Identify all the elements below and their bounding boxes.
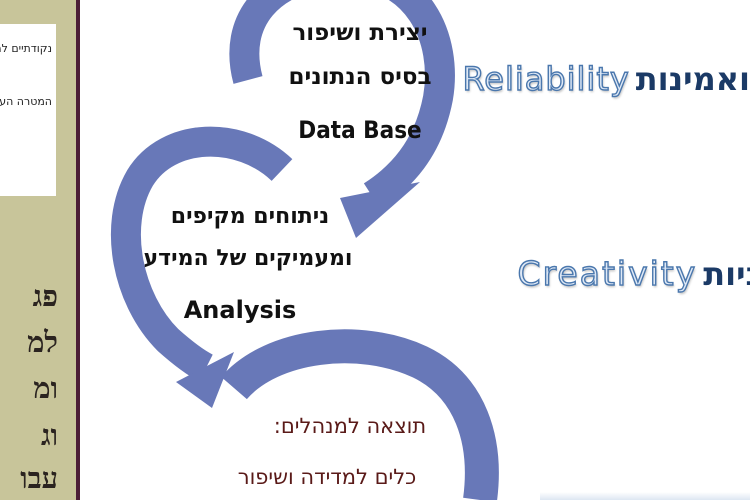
sidebar-paragraph-2: המטרה העסקית ויביאו בסביבה את זה — [0, 95, 52, 108]
step-2-english: Analysis — [183, 296, 297, 324]
arrowhead-middle — [176, 352, 234, 408]
step-3-line-2: כלים למדידה ושיפור — [237, 465, 417, 489]
reliability-hebrew: ואמינות — [635, 60, 750, 98]
bottom-edge-shape — [540, 492, 750, 500]
step-2-line-1: ניתוחים מקיפים — [170, 204, 330, 229]
creativity-hebrew: ניות — [703, 255, 750, 293]
sidebar-heading: פג למ ומ וג עבו — [0, 264, 58, 500]
creativity-english: Creativity — [517, 253, 698, 293]
sidebar-heading-line: פג — [32, 279, 58, 313]
step-1-english: Data Base — [298, 116, 422, 144]
step-3-line-1: תוצאה למנהלים: — [273, 414, 427, 438]
loop-arrow-middle — [110, 126, 293, 382]
sidebar-heading-line: למ — [27, 325, 58, 359]
sidebar-heading-line: וג — [41, 418, 58, 452]
sidebar-divider — [76, 0, 80, 500]
sidebar-heading-line: עבו — [20, 461, 58, 495]
reliability-english: Reliability — [462, 59, 630, 98]
sidebar-heading-line: ומ — [33, 371, 58, 405]
sidebar-paragraph-1: נקודתיים להצליח — [0, 42, 52, 55]
loop-arrow-bottom — [221, 329, 499, 500]
step-1-line-2: בסיס הנתונים — [288, 64, 432, 90]
left-text-box: נקודתיים להצליח המטרה העסקית ויביאו בסבי… — [0, 24, 56, 196]
creativity-heading: Creativityניות — [517, 253, 750, 293]
loop-arrow-top — [229, 0, 455, 209]
step-2-line-2: ומעמיקים של המידע — [143, 246, 353, 271]
arrowhead-top — [340, 182, 420, 238]
step-1-line-1: יצירת ושיפור — [292, 20, 428, 46]
